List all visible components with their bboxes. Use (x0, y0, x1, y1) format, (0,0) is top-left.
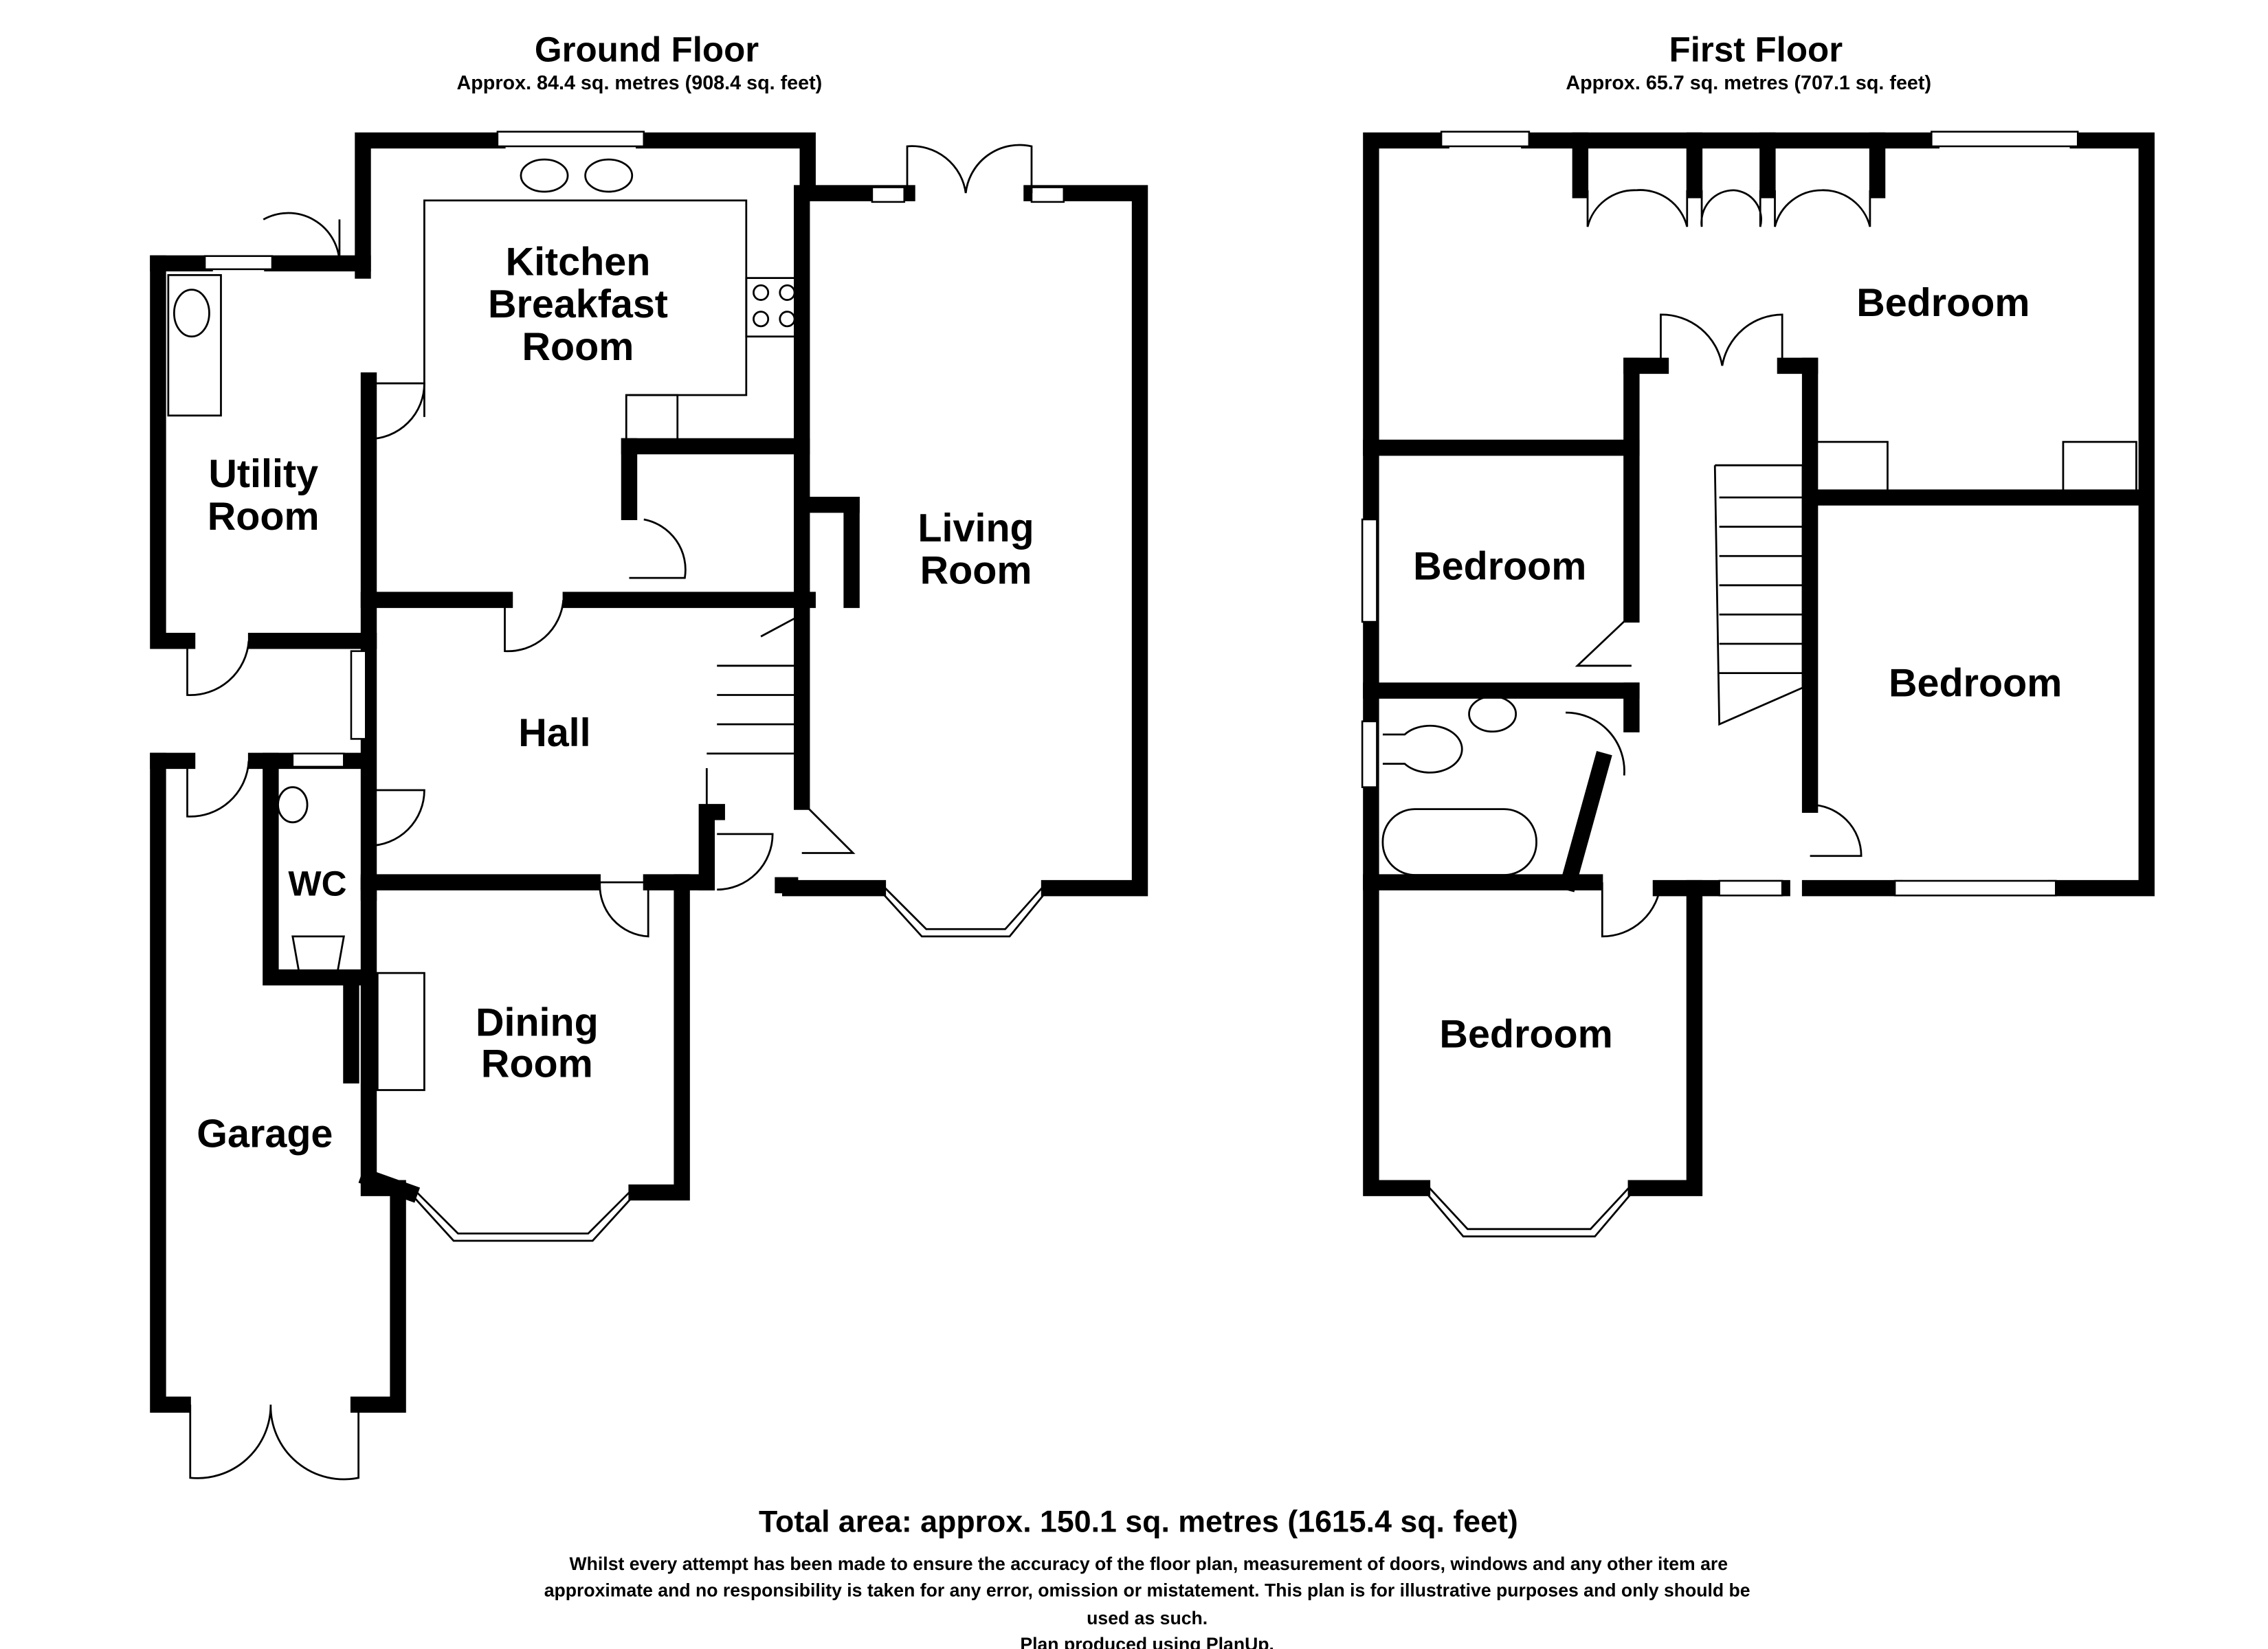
ground-floor-labels: Kitchen Breakfast Room Utility Room Livi… (197, 240, 1034, 1156)
living-label-2: Room (920, 549, 1032, 593)
kitchen-label-2: Breakfast (488, 282, 668, 326)
first-floor-area: Approx. 65.7 sq. metres (707.1 sq. feet) (1566, 72, 1931, 94)
bedroom-label-1: Bedroom (1856, 281, 2030, 325)
ground-floor-fixtures (167, 131, 1065, 1481)
hall-label: Hall (518, 711, 590, 755)
garage-label: Garage (197, 1112, 333, 1156)
kitchen-label-1: Kitchen (506, 240, 651, 284)
disclaimer-line-1: Whilst every attempt has been made to en… (570, 1553, 1728, 1574)
dining-label-2: Room (481, 1042, 593, 1086)
living-label-1: Living (918, 506, 1034, 550)
first-floor-title: First Floor (1669, 30, 1843, 69)
ground-floor-title: Ground Floor (535, 30, 759, 69)
ground-floor-walls (150, 132, 1148, 1413)
first-floor-labels: Bedroom Bedroom Bedroom Bedroom (1413, 281, 2062, 1057)
bedroom-label-2: Bedroom (1413, 544, 1586, 588)
utility-label-2: Room (208, 495, 320, 539)
bedroom-label-4: Bedroom (1439, 1013, 1612, 1057)
disclaimer-line-2: approximate and no responsibility is tak… (544, 1580, 1750, 1600)
dining-label-1: Dining (476, 1001, 599, 1045)
wc-label: WC (288, 864, 346, 903)
kitchen-label-3: Room (522, 325, 634, 369)
plan-credit: Plan produced using PlanUp. (1020, 1634, 1274, 1649)
ground-floor-area: Approx. 84.4 sq. metres (908.4 sq. feet) (457, 72, 823, 94)
bedroom-label-3: Bedroom (1889, 662, 2062, 706)
utility-label-1: Utility (208, 452, 318, 496)
total-area: Total area: approx. 150.1 sq. metres (16… (759, 1505, 1518, 1539)
disclaimer-line-3: used as such. (1087, 1608, 1208, 1628)
first-floor-fixtures (1361, 131, 2137, 1237)
